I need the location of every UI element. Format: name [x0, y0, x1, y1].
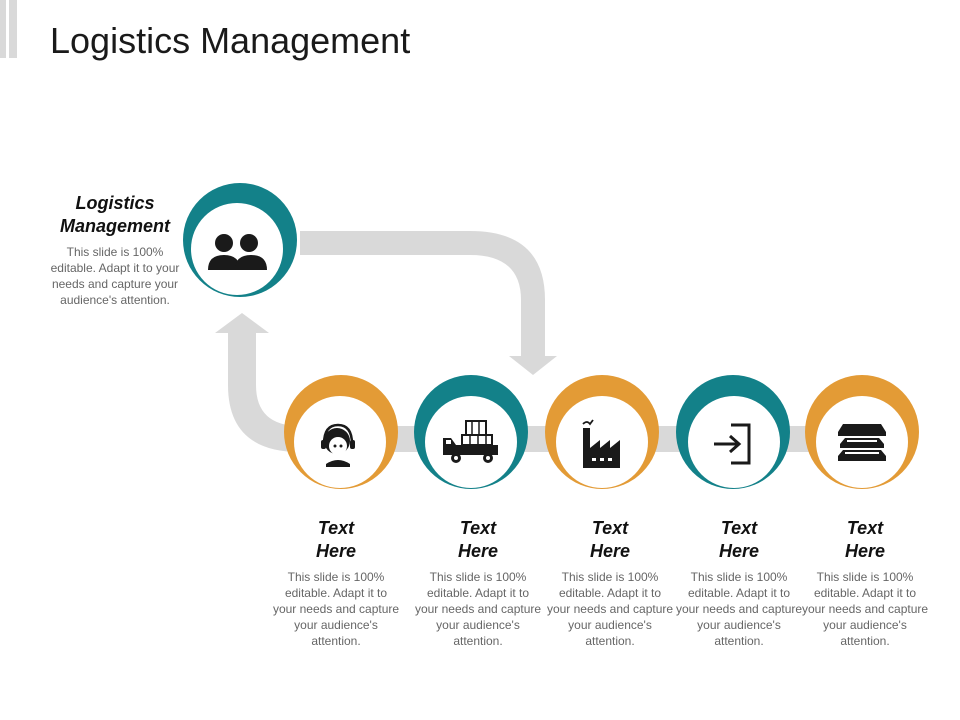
step-heading-5-line2: Here — [844, 541, 886, 561]
step-heading-2: Text Here — [428, 517, 528, 563]
hub-node[interactable] — [183, 183, 297, 297]
step-node-5[interactable] — [805, 375, 919, 489]
top-right-arrow — [300, 231, 557, 375]
step-heading-2-line2: Here — [457, 541, 499, 561]
step-inner-4 — [688, 396, 780, 488]
step-description-4: This slide is 100% editable. Adapt it to… — [675, 570, 803, 648]
step-heading-5-line1: Text — [846, 518, 884, 538]
step-node-3[interactable] — [545, 375, 659, 489]
slide-title: Logistics Management — [50, 20, 411, 61]
step-heading-3-line1: Text — [591, 518, 629, 538]
step-heading-2-line1: Text — [459, 518, 497, 538]
step-node-2[interactable] — [414, 375, 528, 489]
step-inner-3 — [556, 396, 648, 488]
stacked-trays-icon — [838, 424, 886, 461]
hub-inner — [191, 203, 283, 295]
step-description-1: This slide is 100% editable. Adapt it to… — [272, 570, 400, 648]
hub-description: This slide is 100% editable. Adapt it to… — [50, 245, 180, 307]
step-heading-1-line1: Text — [317, 518, 355, 538]
title-accent-bar — [0, 0, 17, 58]
step-heading-1: Text Here — [286, 517, 386, 563]
step-inner-2 — [425, 396, 517, 488]
factory-icon — [582, 419, 620, 468]
people-icon — [208, 234, 267, 270]
hub-heading-line2: Management — [59, 216, 171, 236]
step-heading-3: Text Here — [560, 517, 660, 563]
step-node-4[interactable] — [676, 375, 790, 489]
step-heading-5: Text Here — [815, 517, 915, 563]
step-description-5: This slide is 100% editable. Adapt it to… — [801, 570, 929, 648]
headset-support-icon — [321, 423, 355, 467]
step-description-3: This slide is 100% editable. Adapt it to… — [546, 570, 674, 648]
sign-in-icon — [714, 423, 751, 465]
step-heading-4-line1: Text — [720, 518, 758, 538]
cargo-truck-icon — [443, 420, 498, 463]
hub-heading-line1: Logistics — [75, 193, 155, 213]
left-up-arrow — [215, 313, 300, 452]
step-heading-1-line2: Here — [315, 541, 357, 561]
step-heading-3-line2: Here — [589, 541, 631, 561]
step-heading-4: Text Here — [689, 517, 789, 563]
step-node-1[interactable] — [284, 375, 398, 489]
step-description-2: This slide is 100% editable. Adapt it to… — [414, 570, 542, 648]
hub-heading: Logistics Management — [40, 192, 190, 238]
step-heading-4-line2: Here — [718, 541, 760, 561]
